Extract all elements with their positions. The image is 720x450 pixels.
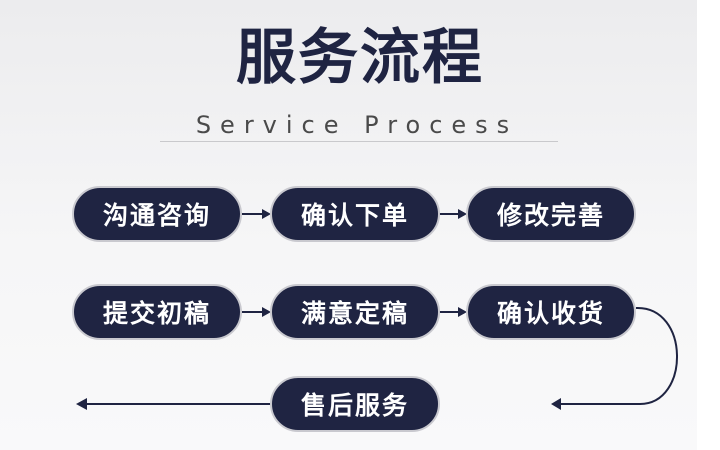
step-pill-5: 满意定稿 [270,284,440,340]
step-pill-4: 提交初稿 [72,284,242,340]
step-pill-3: 修改完善 [466,186,636,242]
curve-connector-6-7 [551,306,678,410]
step-pill-6: 确认收货 [466,284,636,340]
subtitle-divider [160,141,558,142]
step-pill-2: 确认下单 [270,186,440,242]
arrow-connector-7-out [76,398,270,410]
page-title: 服务流程 [236,23,484,93]
step-pill-7: 售后服务 [270,376,440,432]
page-subtitle: Service Process [195,111,519,139]
arrow-connector-1-2 [242,209,271,219]
arrow-connector-4-5 [242,307,271,317]
arrow-connector-2-3 [438,209,467,219]
arrow-connector-5-6 [438,307,467,317]
step-pill-1: 沟通咨询 [72,186,242,242]
